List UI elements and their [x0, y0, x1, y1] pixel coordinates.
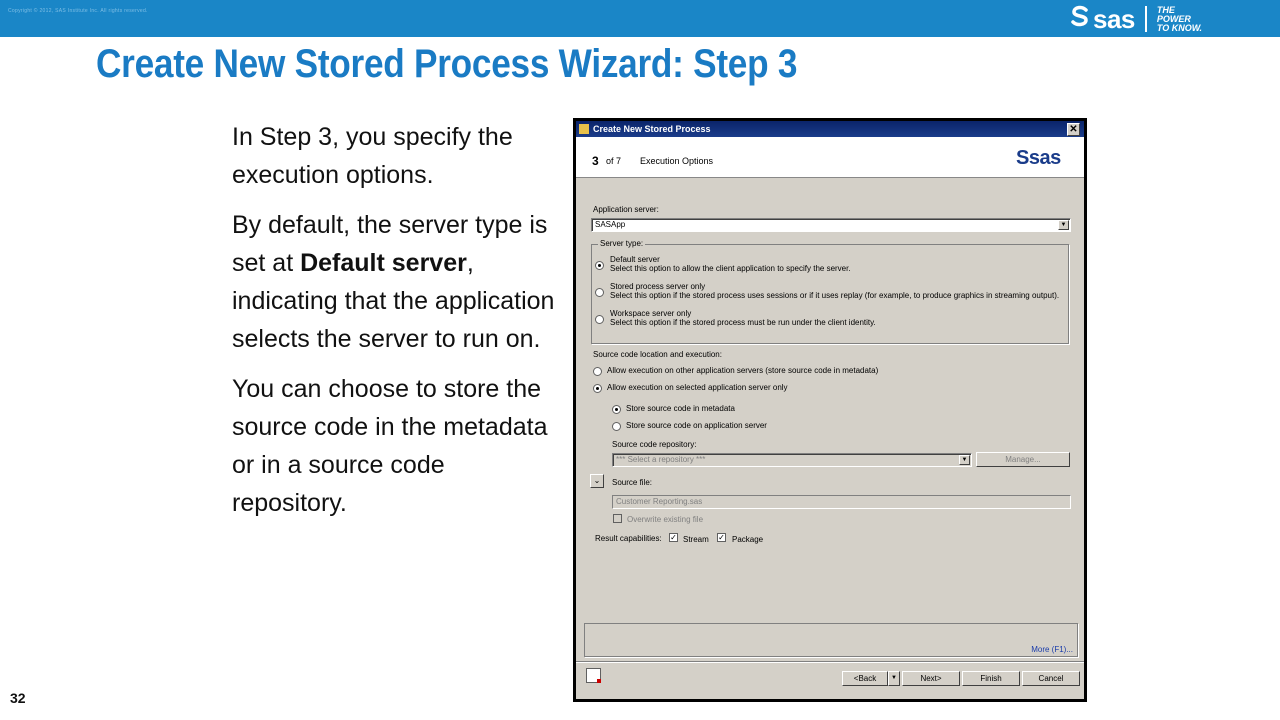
server-type-desc: Select this option if the stored process…: [610, 318, 876, 327]
radio-stored-process-server[interactable]: [595, 288, 604, 297]
repository-select[interactable]: *** Select a repository *** ▼: [612, 453, 972, 467]
wizard-header: 3 of 7 Execution Options Ssas: [576, 137, 1084, 178]
sas-logo: sas THE POWER TO KNOW.: [1068, 3, 1202, 35]
paragraph-text: You can choose to store the source code …: [232, 375, 548, 517]
step-number: 3: [592, 154, 599, 168]
radio-exec-selected-server[interactable]: [593, 384, 602, 393]
button-separator: [576, 661, 1084, 662]
chevron-down-icon[interactable]: ▼: [1058, 220, 1069, 230]
overwrite-checkbox[interactable]: [613, 514, 622, 523]
cancel-button[interactable]: Cancel: [1022, 671, 1080, 686]
step-total: of 7: [606, 156, 622, 166]
paragraph-text: In Step 3, you specify the execution opt…: [232, 123, 513, 189]
back-dropdown-icon[interactable]: ▼: [888, 671, 900, 686]
source-location-label: Source code location and execution:: [593, 350, 722, 359]
source-file-field[interactable]: Customer Reporting.sas: [612, 495, 1071, 509]
repository-label: Source code repository:: [612, 440, 697, 449]
server-type-desc: Select this option to allow the client a…: [610, 264, 851, 273]
stream-checkbox[interactable]: ✓: [669, 533, 678, 542]
copyright-text: Copyright © 2012, SAS Institute Inc. All…: [8, 8, 148, 14]
source-file-value: Customer Reporting.sas: [616, 497, 703, 506]
server-type-label: Workspace server only: [610, 309, 692, 318]
close-icon[interactable]: ✕: [1067, 123, 1080, 136]
logo-tagline: THE POWER TO KNOW.: [1156, 4, 1203, 33]
server-type-legend: Server type:: [598, 239, 646, 248]
server-type-label: Default server: [610, 255, 660, 264]
dialog-titlebar[interactable]: Create New Stored Process ✕: [576, 121, 1084, 137]
page-number: 32: [10, 690, 26, 706]
repository-placeholder: *** Select a repository ***: [616, 455, 706, 464]
next-button[interactable]: Next>: [902, 671, 960, 686]
help-pane: More (F1)...: [584, 623, 1078, 657]
radio-store-app-server[interactable]: [612, 422, 621, 431]
package-checkbox[interactable]: ✓: [717, 533, 726, 542]
overwrite-label: Overwrite existing file: [627, 515, 704, 524]
notes-icon[interactable]: [586, 668, 601, 683]
app-icon: [579, 124, 589, 134]
stored-process-dialog: Create New Stored Process ✕ 3 of 7 Execu…: [573, 118, 1087, 702]
package-label: Package: [732, 535, 764, 544]
server-type-desc: Select this option if the stored process…: [610, 291, 1060, 300]
dialog-sas-logo: Ssas: [1016, 147, 1061, 169]
exec-option-label: Allow execution on selected application …: [607, 383, 788, 392]
application-server-select[interactable]: SASApp ▼: [591, 218, 1071, 232]
tagline-line: POWER: [1156, 13, 1191, 24]
finish-button[interactable]: Finish: [962, 671, 1020, 686]
logo-divider: [1144, 6, 1147, 32]
page-title: Create New Stored Process Wizard: Step 3: [96, 42, 798, 86]
sas-s-icon: [1068, 3, 1092, 35]
radio-default-server[interactable]: [595, 261, 604, 270]
radio-exec-other-servers[interactable]: [593, 367, 602, 376]
step-name: Execution Options: [640, 156, 714, 166]
server-type-group: Server type: Default server Select this …: [591, 239, 1069, 344]
dialog-title: Create New Stored Process: [593, 124, 711, 134]
more-help-link[interactable]: More (F1)...: [1031, 645, 1073, 654]
tagline-line: THE: [1156, 4, 1175, 15]
paragraph-text: By default, the server type is set at: [232, 211, 548, 277]
store-option-label: Store source code on application server: [626, 421, 767, 430]
paragraph-bold: Default server: [300, 249, 467, 277]
tagline-line: TO KNOW.: [1156, 22, 1203, 33]
stream-label: Stream: [683, 535, 709, 544]
collapse-icon[interactable]: ⌄: [590, 474, 604, 488]
application-server-value: SASApp: [595, 220, 626, 229]
exec-option-label: Allow execution on other application ser…: [607, 366, 879, 375]
store-option-label: Store source code in metadata: [626, 404, 735, 413]
result-capabilities-label: Result capabilities:: [595, 534, 662, 543]
paragraph-3: You can choose to store the source code …: [232, 370, 562, 522]
server-type-label: Stored process server only: [610, 282, 706, 291]
paragraph-2: By default, the server type is set at De…: [232, 206, 562, 358]
slide-body: In Step 3, you specify the execution opt…: [232, 118, 562, 534]
application-server-label: Application server:: [593, 205, 659, 214]
source-file-label: Source file:: [612, 478, 653, 487]
manage-button[interactable]: Manage...: [976, 452, 1070, 467]
chevron-down-icon[interactable]: ▼: [959, 455, 970, 465]
header-bar: Copyright © 2012, SAS Institute Inc. All…: [0, 0, 1280, 37]
back-button[interactable]: <Back: [842, 671, 888, 686]
paragraph-1: In Step 3, you specify the execution opt…: [232, 118, 562, 194]
dialog-body: Create New Stored Process ✕ 3 of 7 Execu…: [576, 121, 1084, 699]
radio-workspace-server[interactable]: [595, 315, 604, 324]
radio-store-metadata[interactable]: [612, 405, 621, 414]
paragraph-text: , indicating that the application select…: [232, 249, 555, 353]
sas-logo-text: sas: [1093, 3, 1135, 34]
